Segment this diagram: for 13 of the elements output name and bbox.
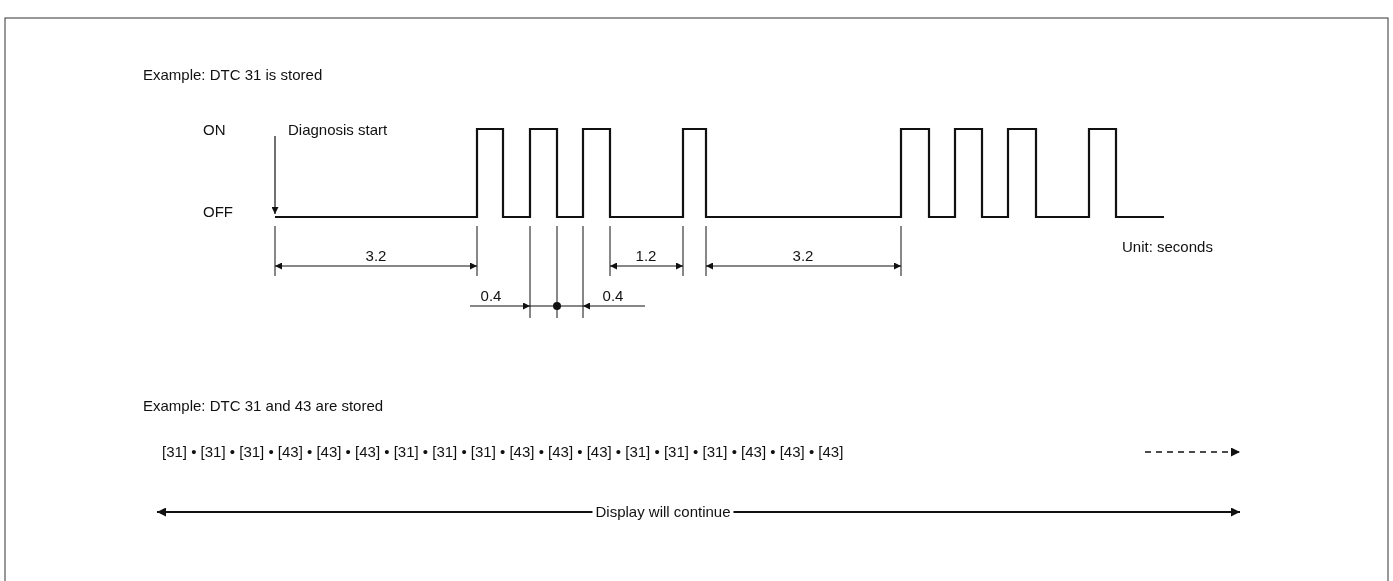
span-label: Display will continue bbox=[592, 503, 734, 521]
heading: Example: DTC 31 is stored bbox=[143, 66, 323, 84]
dimension-value: 0.4 bbox=[480, 287, 502, 305]
state-label: ON bbox=[203, 121, 226, 139]
state-label: OFF bbox=[203, 203, 233, 221]
dimension-value: 3.2 bbox=[365, 247, 387, 265]
dimension-value: 0.4 bbox=[602, 287, 624, 305]
heading: Example: DTC 31 and 43 are stored bbox=[143, 397, 384, 415]
unit-note: Unit: seconds bbox=[1122, 238, 1213, 256]
dimension-value: 1.2 bbox=[635, 247, 657, 265]
dimension-value: 3.2 bbox=[792, 247, 814, 265]
dtc-sequence: [31] • [31] • [31] • [43] • [43] • [43] • [31] • [31] • [31] • [43] • [43] • [43] • [31] • [31] • [31] • [43] • [43] • [43] bbox=[162, 443, 844, 461]
annotation-text: Diagnosis start bbox=[288, 121, 388, 139]
